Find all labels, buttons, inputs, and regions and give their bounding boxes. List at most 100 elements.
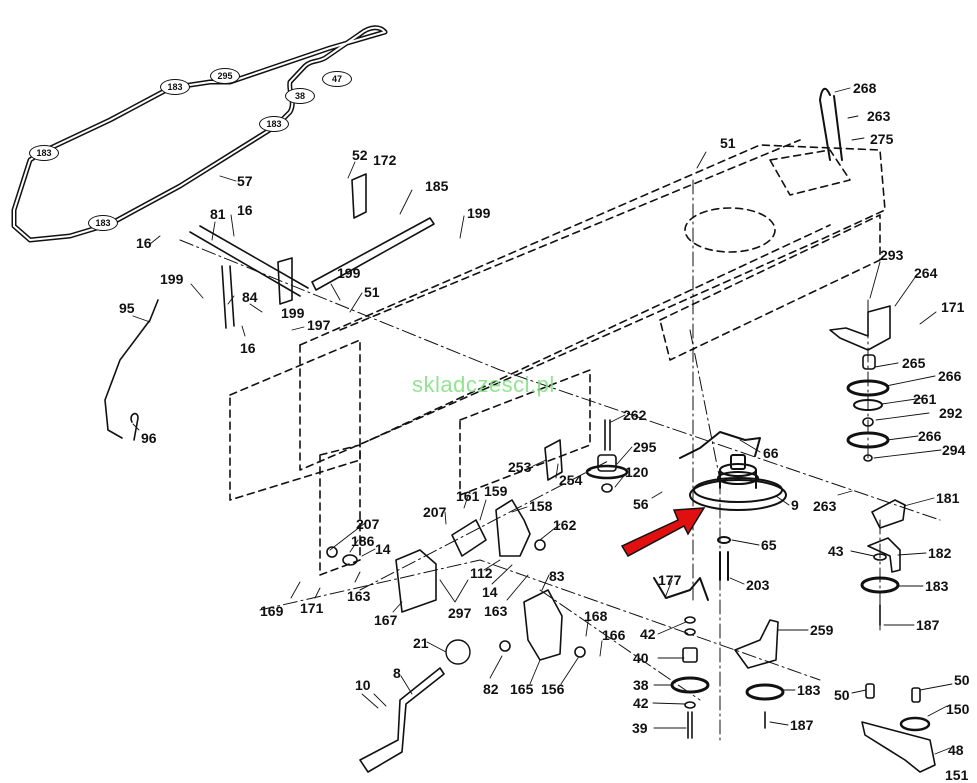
belt-pulley-38[interactable]: 38 — [285, 88, 315, 104]
callout-172[interactable]: 172 — [373, 152, 397, 168]
callout-275[interactable]: 275 — [870, 131, 894, 147]
belt-pulley-183[interactable]: 183 — [88, 215, 118, 231]
callout-183[interactable]: 183 — [797, 682, 821, 698]
callout-40[interactable]: 40 — [633, 650, 649, 666]
callout-16[interactable]: 16 — [240, 340, 256, 356]
callout-51[interactable]: 51 — [364, 284, 380, 300]
callout-50[interactable]: 50 — [834, 687, 850, 703]
callout-261[interactable]: 261 — [913, 391, 937, 407]
callout-185[interactable]: 185 — [425, 178, 449, 194]
callout-183[interactable]: 183 — [925, 578, 949, 594]
callout-177[interactable]: 177 — [658, 572, 682, 588]
belt-pulley-183[interactable]: 183 — [29, 145, 59, 161]
callout-266[interactable]: 266 — [938, 368, 962, 384]
callout-264[interactable]: 264 — [914, 265, 938, 281]
callout-161[interactable]: 161 — [456, 488, 480, 504]
callout-57[interactable]: 57 — [237, 173, 253, 189]
callout-52[interactable]: 52 — [352, 147, 368, 163]
callout-262[interactable]: 262 — [623, 407, 647, 423]
callout-167[interactable]: 167 — [374, 612, 398, 628]
callout-150[interactable]: 150 — [946, 701, 970, 717]
callout-187[interactable]: 187 — [916, 617, 940, 633]
callout-254[interactable]: 254 — [559, 472, 583, 488]
callout-66[interactable]: 66 — [763, 445, 779, 461]
callout-207[interactable]: 207 — [423, 504, 447, 520]
clutch-pulley-9 — [679, 431, 787, 581]
callout-56[interactable]: 56 — [633, 496, 649, 512]
callout-42[interactable]: 42 — [640, 626, 656, 642]
rod-268 — [819, 87, 843, 161]
callout-151[interactable]: 151 — [945, 767, 969, 783]
callout-199[interactable]: 199 — [337, 265, 361, 281]
callout-203[interactable]: 203 — [746, 577, 770, 593]
callout-84[interactable]: 84 — [242, 289, 258, 305]
callout-186[interactable]: 186 — [351, 533, 375, 549]
frame-outline — [229, 139, 886, 576]
callout-263[interactable]: 263 — [867, 108, 891, 124]
callout-207[interactable]: 207 — [356, 516, 380, 532]
callout-182[interactable]: 182 — [928, 545, 952, 561]
callout-38[interactable]: 38 — [633, 677, 649, 693]
callout-158[interactable]: 158 — [529, 498, 553, 514]
callout-83[interactable]: 83 — [549, 568, 565, 584]
callout-39[interactable]: 39 — [632, 720, 648, 736]
callout-294[interactable]: 294 — [942, 442, 966, 458]
callout-295[interactable]: 295 — [633, 439, 657, 455]
callout-199[interactable]: 199 — [467, 205, 491, 221]
watermark-text: skladczesci.pl — [412, 372, 555, 397]
callout-42[interactable]: 42 — [633, 695, 649, 711]
callout-263[interactable]: 263 — [813, 498, 837, 514]
callout-112[interactable]: 112 — [470, 565, 493, 581]
callout-197[interactable]: 197 — [307, 317, 331, 333]
callout-163[interactable]: 163 — [347, 588, 371, 604]
callout-292[interactable]: 292 — [939, 405, 963, 421]
callout-259[interactable]: 259 — [810, 622, 834, 638]
plate-158 — [495, 499, 531, 557]
callout-266[interactable]: 266 — [918, 428, 942, 444]
callout-9[interactable]: 9 — [791, 497, 799, 513]
callout-10[interactable]: 10 — [355, 677, 371, 693]
callout-169[interactable]: 169 — [260, 603, 284, 619]
callout-120[interactable]: 120 — [625, 464, 649, 480]
callout-81[interactable]: 81 — [210, 206, 226, 222]
belt-pulley-295[interactable]: 295 — [210, 68, 240, 84]
callout-165[interactable]: 165 — [510, 681, 534, 697]
callout-16[interactable]: 16 — [136, 235, 152, 251]
callout-199[interactable]: 199 — [281, 305, 305, 321]
callout-293[interactable]: 293 — [880, 247, 904, 263]
callout-187[interactable]: 187 — [790, 717, 814, 733]
callout-16[interactable]: 16 — [237, 202, 253, 218]
callout-297[interactable]: 297 — [448, 605, 472, 621]
callout-159[interactable]: 159 — [484, 483, 508, 499]
callout-171[interactable]: 171 — [941, 299, 965, 315]
belt-pulley-183[interactable]: 183 — [259, 116, 289, 132]
callout-43[interactable]: 43 — [828, 543, 844, 559]
callout-253[interactable]: 253 — [508, 459, 532, 475]
callout-48[interactable]: 48 — [948, 742, 964, 758]
callout-163[interactable]: 163 — [484, 603, 508, 619]
callout-168[interactable]: 168 — [584, 608, 608, 624]
callout-265[interactable]: 265 — [902, 355, 926, 371]
callout-95[interactable]: 95 — [119, 300, 135, 316]
callout-50[interactable]: 50 — [954, 672, 970, 688]
callout-171[interactable]: 171 — [300, 600, 324, 616]
callout-96[interactable]: 96 — [141, 430, 157, 446]
callout-65[interactable]: 65 — [761, 537, 777, 553]
callout-199[interactable]: 199 — [160, 271, 184, 287]
callout-21[interactable]: 21 — [413, 635, 429, 651]
callout-14[interactable]: 14 — [482, 584, 498, 600]
callout-51[interactable]: 51 — [720, 135, 736, 151]
belt-pulley-47[interactable]: 47 — [322, 71, 352, 87]
callout-181[interactable]: 181 — [936, 490, 960, 506]
centerlines — [179, 179, 941, 741]
callout-8[interactable]: 8 — [393, 665, 401, 681]
callout-162[interactable]: 162 — [553, 517, 577, 533]
belt-pulley-183[interactable]: 183 — [160, 79, 190, 95]
callout-156[interactable]: 156 — [541, 681, 565, 697]
callout-14[interactable]: 14 — [375, 541, 391, 557]
highlight-arrow-icon — [620, 507, 706, 557]
callout-268[interactable]: 268 — [853, 80, 877, 96]
callout-82[interactable]: 82 — [483, 681, 499, 697]
callout-166[interactable]: 166 — [602, 627, 626, 643]
